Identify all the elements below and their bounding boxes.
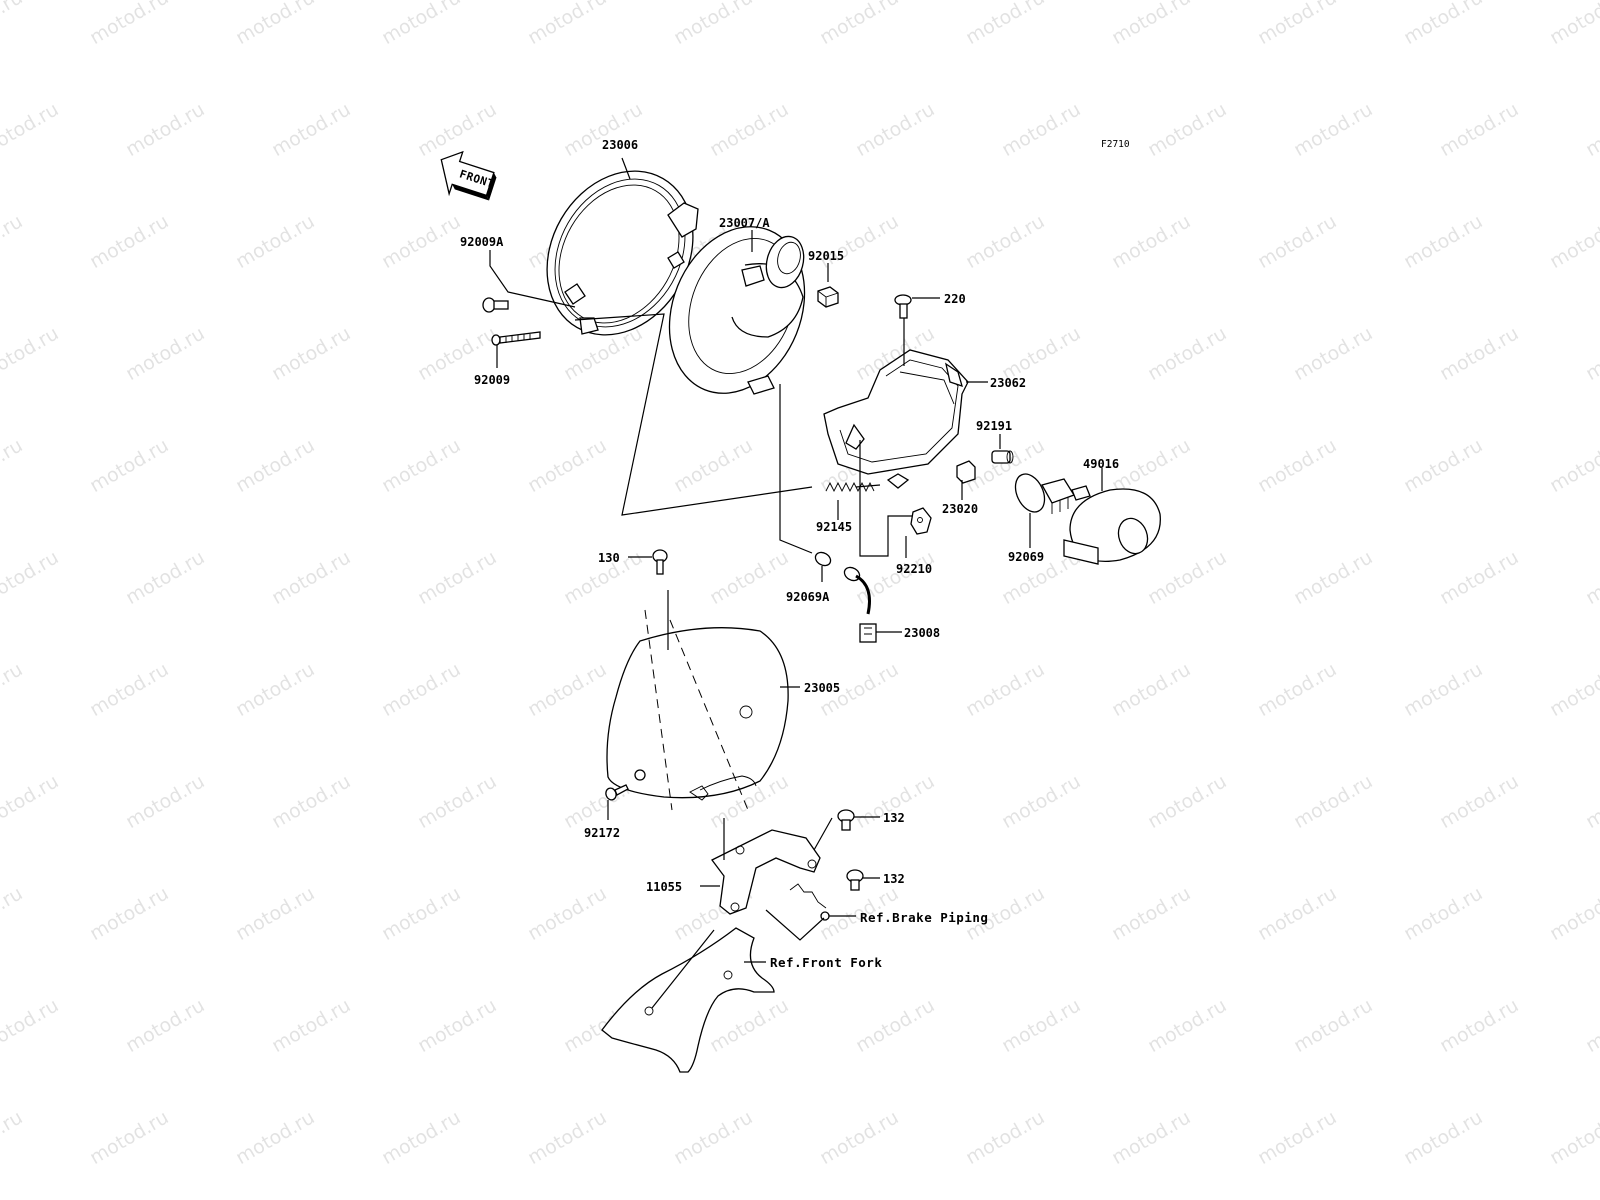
label-ref-brake-piping: Ref.Brake Piping	[860, 910, 988, 925]
socket-23020	[956, 460, 976, 484]
label-132-lower: 132	[883, 872, 905, 886]
plate-92210	[910, 507, 932, 535]
figure-code: F2710	[1101, 139, 1130, 150]
screw-92172	[605, 784, 629, 801]
label-92172: 92172	[584, 826, 620, 840]
screw-92009	[491, 331, 541, 346]
socket-wire-23008	[843, 566, 877, 643]
bulb-92069A	[814, 551, 832, 567]
rubber-cap-49016	[1063, 488, 1161, 565]
screw-220	[894, 294, 912, 319]
bulb-92069	[1014, 473, 1091, 514]
label-92069A: 92069A	[786, 590, 830, 604]
clip-92015	[817, 286, 839, 308]
callout-labels: F2710 23006 23007/A 92015 92009A 92009 2…	[460, 138, 1130, 970]
label-92210: 92210	[896, 562, 932, 576]
label-220: 220	[944, 292, 966, 306]
label-23062: 23062	[990, 376, 1026, 390]
sleeve-92191	[991, 450, 1014, 464]
label-132-upper: 132	[883, 811, 905, 825]
label-92145: 92145	[816, 520, 852, 534]
label-92015: 92015	[808, 249, 844, 263]
headlight-reflector-23007A	[668, 226, 806, 395]
headlight-bracket-11055	[711, 829, 821, 915]
headlight-housing-23005	[606, 627, 789, 801]
label-ref-front-fork: Ref.Front Fork	[770, 955, 882, 970]
leader-lines	[489, 157, 1103, 1009]
label-23005: 23005	[804, 681, 840, 695]
screw-130	[652, 549, 668, 575]
housing-bracket-23062	[823, 349, 969, 489]
label-23007A: 23007/A	[719, 216, 770, 230]
label-49016: 49016	[1083, 457, 1119, 471]
label-92191: 92191	[976, 419, 1012, 433]
bolt-132-upper	[837, 809, 855, 831]
front-fork-cover	[601, 927, 775, 1073]
bolt-132-lower	[846, 869, 864, 891]
label-23008: 23008	[904, 626, 940, 640]
label-23020: 23020	[942, 502, 978, 516]
label-92069: 92069	[1008, 550, 1044, 564]
spring-92145	[825, 481, 875, 493]
label-23006: 23006	[602, 138, 638, 152]
screw-92009A	[482, 297, 509, 313]
brake-piping-clamp	[789, 883, 830, 921]
headlight-rim-23006	[546, 170, 699, 336]
label-92009: 92009	[474, 373, 510, 387]
label-92009A: 92009A	[460, 235, 504, 249]
label-11055: 11055	[646, 880, 682, 894]
front-direction-arrow: FRONT	[440, 150, 497, 201]
label-130: 130	[598, 551, 620, 565]
